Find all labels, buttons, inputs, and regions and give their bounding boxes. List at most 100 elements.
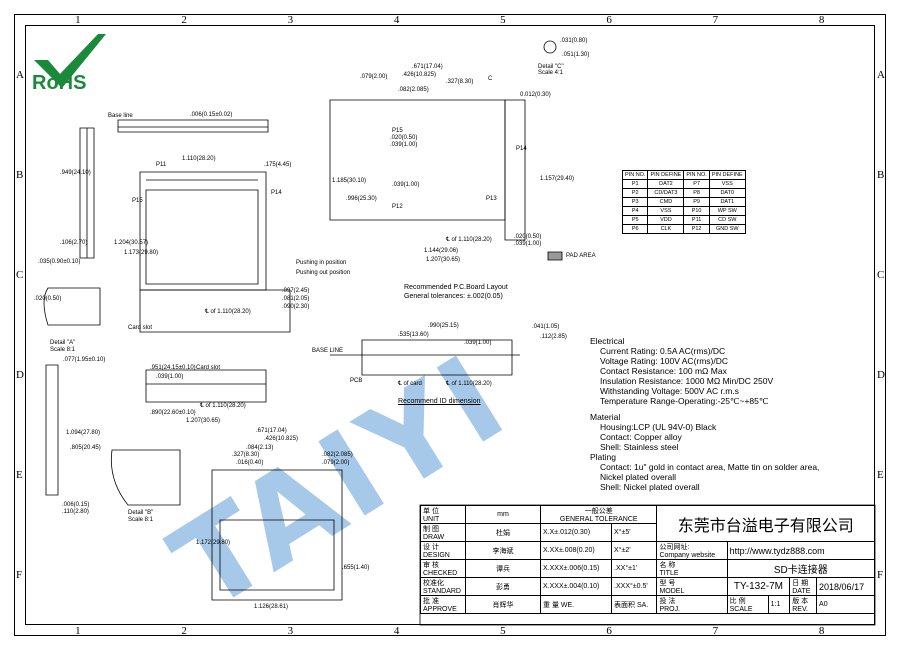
scale-value: 1:1 bbox=[767, 595, 791, 614]
zone-row-A-left: A bbox=[16, 69, 24, 81]
electrical-title: Electrical bbox=[590, 336, 625, 346]
tol2: X.XX±.008(0.20) bbox=[539, 541, 613, 560]
dim-0016: .016(0.40) bbox=[236, 460, 264, 466]
pin-cell: CD/DAT3 bbox=[647, 188, 685, 198]
pcb-dim-0671: .671(17.04) bbox=[412, 64, 443, 70]
std-value: 彭勇 bbox=[465, 577, 541, 596]
zone-col-4-bottom: 4 bbox=[393, 625, 400, 637]
tol-label: 一般公差 bbox=[584, 508, 613, 515]
material-title: Material bbox=[590, 412, 621, 422]
pcb-dim-0039c: .039(1.00) bbox=[514, 241, 542, 247]
dim-0006: .006(0.15±0.02) bbox=[190, 112, 233, 118]
material-spec-line: Housing:LCP (UL 94V-0) Black bbox=[600, 422, 717, 432]
pcb-dim-0327: .327(8.30) bbox=[446, 79, 474, 85]
approve-label: 批 准 bbox=[423, 598, 439, 605]
dim-0090: .090(2.30) bbox=[282, 304, 310, 310]
zone-col-5-bottom: 5 bbox=[500, 625, 506, 637]
pin-cell: P8 bbox=[683, 188, 710, 198]
tol3: X.XXX±.006(0.15) bbox=[539, 559, 613, 578]
approve-value: 肖辉华 bbox=[465, 595, 541, 614]
unit-value: mm bbox=[465, 505, 541, 524]
std-label-en: STANDARD bbox=[423, 588, 461, 595]
draw-value: 杜娟 bbox=[465, 523, 541, 542]
proj-label: 投 法 bbox=[659, 598, 676, 605]
pcb-dim-1207: 1.207(30.65) bbox=[426, 257, 461, 263]
company-name: 东莞市台溢电子有限公司 bbox=[656, 505, 875, 542]
top-strip-view bbox=[118, 120, 268, 132]
scale-label-en: SCALE bbox=[729, 606, 753, 613]
dim-0175: .175(4.45) bbox=[264, 162, 292, 168]
rid-dim-0039: .039(1.00) bbox=[464, 340, 492, 346]
pcb-layout-view bbox=[330, 100, 505, 220]
pin-cell: P12 bbox=[683, 224, 710, 234]
electrical-spec-line: Insulation Resistance: 1000 MΩ Min/DC 25… bbox=[600, 376, 774, 386]
detail-b-label: Detail "B" bbox=[128, 510, 154, 516]
name-label-en: TITLE bbox=[659, 570, 679, 577]
website-label: 公司网址: bbox=[659, 544, 690, 551]
weight-label: 重 量 bbox=[543, 601, 559, 609]
electrical-spec-line: Temperature Range-Operating:-25℃~+85℃ bbox=[600, 396, 769, 406]
part-name: SD卡连接器 bbox=[726, 559, 876, 578]
electrical-spec-line: Contact Resistance: 100 mΩ Max bbox=[600, 366, 727, 376]
pcb-dim-0020: .020(0.50) bbox=[390, 135, 418, 141]
dim-0426: .426(10.825) bbox=[264, 436, 299, 442]
tol3b: .XX°±1' bbox=[611, 559, 658, 578]
pin-cell: CLK bbox=[647, 224, 685, 234]
pin-cell: VSS bbox=[647, 206, 685, 216]
draw-label: 制 图 bbox=[423, 526, 439, 533]
detail-a-label: Detail "A" bbox=[50, 340, 76, 346]
pushing-out-label: Pushing out position bbox=[296, 270, 351, 276]
dim-0081: .081(2.05) bbox=[282, 296, 310, 302]
pin-p11: P11 bbox=[156, 162, 167, 168]
rid-dim-0990: .990(25.15) bbox=[428, 323, 459, 329]
pcb-dim-1144: 1.144(29.06) bbox=[424, 248, 459, 254]
dim-0327: .327(8.30) bbox=[232, 452, 260, 458]
pcb-dim-0996: .996(25.30) bbox=[346, 196, 377, 202]
pcb-dim-0039b: .039(1.00) bbox=[392, 182, 420, 188]
zone-row-A-right: A bbox=[877, 69, 885, 81]
design-label-en: DESIGN bbox=[423, 552, 450, 559]
website-label-en: Company website bbox=[659, 552, 716, 559]
pin-cell: P6 bbox=[621, 224, 649, 234]
pcb-dim-0012: 0.012(0.30) bbox=[520, 92, 551, 98]
detail-b-view bbox=[111, 450, 180, 505]
pin-cell: P11 bbox=[683, 215, 710, 225]
pin-cell: DAT0 bbox=[708, 188, 746, 198]
check-label-en: CHECKED bbox=[423, 570, 458, 577]
zone-row-F-left: F bbox=[16, 569, 23, 581]
pcb-p13: P13 bbox=[486, 196, 497, 202]
dim-0110: .110(2.80) bbox=[62, 509, 89, 515]
zone-row-B-right: B bbox=[877, 169, 885, 181]
name-label: 名 称 bbox=[659, 562, 676, 569]
electrical-spec-line: Withstanding Voltage: 500V AC r.m.s bbox=[600, 386, 739, 396]
pin-header-cell: PIN NO. bbox=[683, 170, 710, 180]
check-label: 审 核 bbox=[423, 562, 439, 569]
rohs-logo: RoHS bbox=[30, 30, 110, 98]
pcb-dim-0039: .039(1.00) bbox=[390, 142, 418, 148]
zone-row-D-left: D bbox=[16, 369, 24, 381]
pin-cell: P7 bbox=[683, 179, 710, 189]
plating-spec-line: Shell: Nickel plated overall bbox=[600, 482, 700, 492]
pin-cell: P3 bbox=[621, 197, 649, 207]
approve-label-en: APPROVE bbox=[423, 606, 457, 613]
website-link[interactable]: http://www.tydz888.com bbox=[726, 541, 876, 560]
dim-0106: .106(2.70) bbox=[60, 240, 88, 246]
material-spec-line: Contact: Copper alloy bbox=[600, 432, 682, 442]
surface-label: 表面积 bbox=[614, 601, 636, 609]
rid-dim-0041: .041(1.05) bbox=[532, 324, 560, 330]
pad-area-label: PAD AREA bbox=[566, 253, 596, 259]
pin-cell: DAT1 bbox=[708, 197, 746, 207]
pin-cell: P5 bbox=[621, 215, 649, 225]
drawing-outer-frame bbox=[14, 14, 886, 636]
rev-label-en: REV. bbox=[792, 606, 808, 613]
detail-c-view bbox=[543, 40, 557, 54]
tol4: X.XXX±.004(0.10) bbox=[539, 577, 613, 596]
front-view bbox=[146, 370, 266, 402]
specs-block: Electrical Current Rating: 0.5A AC(rms)/… bbox=[590, 336, 819, 492]
pcb-dim-0079: .079(2.00) bbox=[360, 74, 388, 80]
pin-header-cell: PIN DEFINE bbox=[647, 170, 685, 180]
